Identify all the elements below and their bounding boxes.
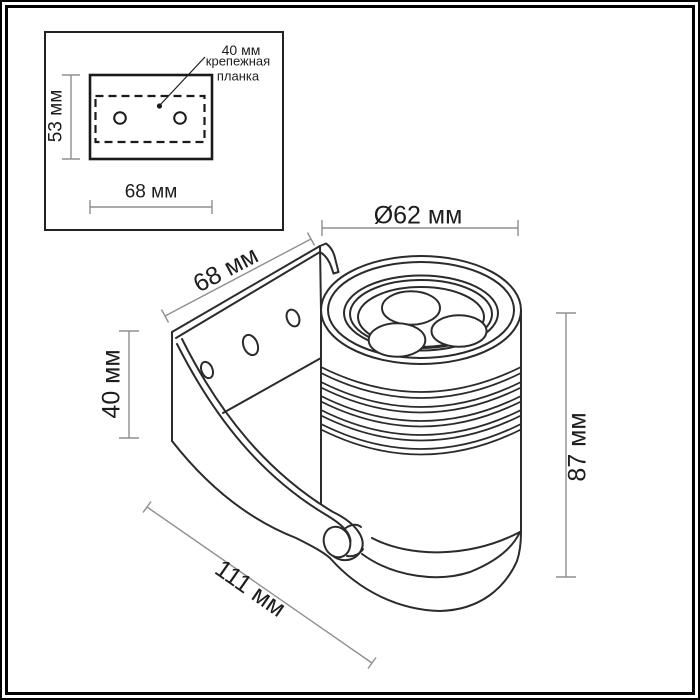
leader-dot xyxy=(156,103,163,109)
lens-top xyxy=(381,290,441,326)
diameter-label: Ø62 мм xyxy=(373,201,463,230)
body-height-label: 87 мм xyxy=(563,412,592,482)
swivel-arm xyxy=(171,338,522,612)
spotlight-body xyxy=(320,255,522,612)
mounting-bar-dashed-outline xyxy=(94,94,206,144)
lens-bottom-right xyxy=(430,314,488,348)
inset-caption-line1: крепежная xyxy=(205,53,271,69)
bracket-hole-3 xyxy=(285,308,301,328)
lens-bottom-left xyxy=(367,322,427,358)
inset-panel xyxy=(44,31,284,231)
plate-outline xyxy=(88,73,214,161)
cooling-ribs xyxy=(320,366,522,456)
inset-width-label: 68 мм xyxy=(124,181,178,203)
inset-caption: крепежная планка xyxy=(206,54,270,83)
bottom-cap-seam xyxy=(371,531,521,554)
inset-dimension-lines xyxy=(62,74,213,214)
bracket-hole-1 xyxy=(199,360,215,380)
inset-bar-width-label: 40 мм xyxy=(221,42,261,58)
bracket-height-label: 40 мм xyxy=(97,349,126,419)
inset-caption-line2: планка xyxy=(216,68,260,83)
screw-hole-left xyxy=(113,111,127,125)
inset-height-label: 53 мм xyxy=(45,89,67,143)
wall-bracket xyxy=(171,242,340,442)
screw-hole-right xyxy=(173,111,187,125)
pivot-pin xyxy=(322,525,352,559)
bracket-hole-2 xyxy=(241,333,260,357)
main-dimension-lines xyxy=(119,220,576,669)
leader-line xyxy=(159,56,206,106)
